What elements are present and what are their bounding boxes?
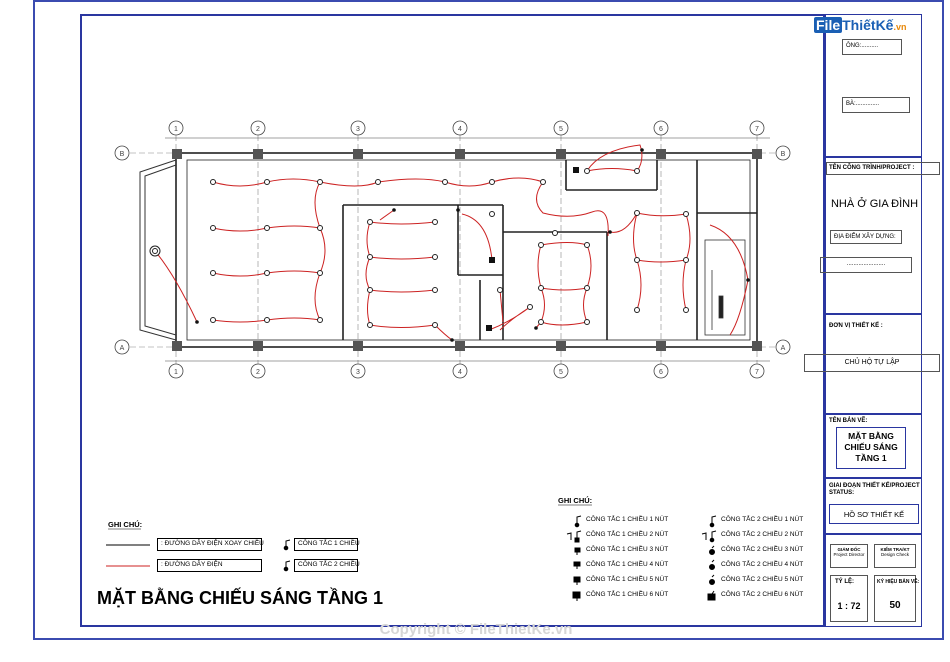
drawing-name-line3: TẦNG 1 [855, 453, 887, 463]
legend-item: CÔNG TẮC 1 CHIỀU 5 NÚT [586, 576, 669, 583]
axis-3-top: 3 [356, 126, 360, 133]
location-value: ....................... [820, 257, 912, 273]
location-label: ĐỊA ĐIỂM XÂY DỰNG: [830, 230, 902, 244]
drawing-cell: TÊN BẢN VẼ: MẶT BẰNG CHIẾU SÁNG TẦNG 1 [825, 414, 922, 478]
walls [175, 152, 758, 348]
axis-5-top: 5 [559, 126, 563, 133]
legend-item: CÔNG TẮC 2 CHIỀU 3 NÚT [721, 546, 804, 553]
legend-wire-label: : ĐƯỜNG DÂY ĐIỆN [157, 559, 262, 572]
legend-item: CÔNG TẮC 1 CHIỀU 6 NÚT [586, 591, 669, 598]
drawing-name-line1: MẶT BẰNG [848, 431, 894, 441]
drawing-label: TÊN BẢN VẼ: [829, 418, 868, 424]
designer-cell: ĐƠN VỊ THIẾT KẾ : CHỦ HỘ TỰ LẬP [804, 314, 940, 414]
legend-item: CÔNG TẮC 1 CHIỀU 1 NÚT [586, 516, 669, 523]
logo-domain: .vn [893, 22, 907, 32]
wiring [154, 144, 749, 341]
axis-labels: 1 2 3 4 5 6 7 1 2 3 4 5 6 7 B B A A [120, 126, 786, 376]
axis-a-left: A [120, 345, 125, 352]
phase-cell: GIAI ĐOẠN THIẾT KẾ/PROJECT STATUS: HỒ SƠ… [825, 478, 922, 534]
legend-left-title: GHI CHÚ: [108, 520, 143, 529]
sig-director: GIÁM ĐỐC Project Director [830, 544, 868, 568]
grid-lines [130, 135, 777, 365]
sig-director-sub: Project Director [833, 552, 865, 557]
axis-5-bottom: 5 [559, 369, 563, 376]
legend-item: CÔNG TẮC 1 CHIỀU 2 NÚT [586, 531, 669, 538]
sig-check-sub: Design Check [880, 552, 909, 557]
sig-check-title: KIỂM TRA/KT [880, 547, 910, 552]
sheet-label: KÝ HIỆU BẢN VẼ: [877, 579, 920, 585]
scale-value: 1 : 72 [837, 601, 861, 611]
axis-7-bottom: 7 [755, 369, 759, 376]
axis-b-left: B [120, 151, 125, 158]
project-label: TÊN CÔNG TRÌNH/PROJECT : [826, 162, 940, 175]
scale-label: TỶ LỆ: [835, 579, 854, 585]
axis-1-bottom: 1 [174, 369, 178, 376]
owner-she: BÀ:.............. [842, 97, 910, 113]
sheet-box: KÝ HIỆU BẢN VẼ: 50 [874, 575, 920, 622]
axis-6-top: 6 [659, 126, 663, 133]
axis-4-bottom: 4 [458, 369, 462, 376]
axis-6-bottom: 6 [659, 369, 663, 376]
sig-director-title: GIÁM ĐỐC [837, 547, 861, 552]
logo-file: File [814, 17, 843, 33]
legend-item: CÔNG TẮC 1 CHIỀU 4 NÚT [586, 561, 669, 568]
axis-3-bottom: 3 [356, 369, 360, 376]
legend-item: CÔNG TẮC 2 CHIỀU 5 NÚT [721, 576, 804, 583]
axis-1-top: 1 [174, 126, 178, 133]
axis-4-top: 4 [458, 126, 462, 133]
designer-label: ĐƠN VỊ THIẾT KẾ : [829, 323, 883, 329]
phase-label: GIAI ĐOẠN THIẾT KẾ/PROJECT STATUS: [829, 483, 920, 496]
axis-a-right: A [781, 345, 786, 352]
axis-2-top: 2 [256, 126, 260, 133]
legend-right-icons [566, 515, 717, 601]
legend-item: CÔNG TẮC 2 CHIỀU 2 NÚT [721, 531, 804, 538]
drawing-frame [80, 14, 825, 627]
legend-item: CÔNG TẮC 1 CHIỀU 3 NÚT [586, 546, 669, 553]
main-title: MẶT BẰNG CHIẾU SÁNG TẦNG 1 [97, 588, 384, 608]
scale-box: TỶ LỆ: 1 : 72 [830, 575, 868, 622]
axis-7-top: 7 [755, 126, 759, 133]
signature-cell: GIÁM ĐỐC Project Director KIỂM TRA/KT De… [825, 534, 922, 627]
switch-icons [283, 539, 291, 572]
drawing-name: MẶT BẰNG CHIẾU SÁNG TẦNG 1 [836, 427, 906, 469]
legend-item: CÔNG TẮC 2 CHIỀU 1 NÚT [721, 516, 804, 523]
phase-value: HỒ SƠ THIẾT KẾ [829, 504, 919, 524]
legend-sw2-label: CÔNG TẮC 2 CHIỀU [294, 559, 360, 572]
project-cell: TÊN CÔNG TRÌNH/PROJECT : NHÀ Ở GIA ĐÌNH … [820, 157, 940, 314]
legend-item: CÔNG TẮC 2 CHIỀU 6 NÚT [721, 591, 804, 598]
drawing-name-line2: CHIẾU SÁNG [844, 442, 898, 452]
copyright-watermark: Copyright © FileThietKe.vn [380, 621, 573, 638]
designer-value: CHỦ HỘ TỰ LẬP [804, 354, 940, 372]
sheet-value: 50 [889, 600, 901, 611]
sig-check: KIỂM TRA/KT Design Check [874, 544, 916, 568]
owner-he: ÔNG:.......... [842, 39, 902, 55]
outer-frame [33, 0, 944, 640]
legend-sw1-label: CÔNG TẮC 1 CHIỀU [294, 538, 360, 551]
project-name: NHÀ Ở GIA ĐÌNH [830, 198, 919, 210]
legend-right-title: GHI CHÚ: [558, 496, 593, 505]
axis-2-bottom: 2 [256, 369, 260, 376]
legend-item: CÔNG TẮC 2 CHIỀU 4 NÚT [721, 561, 804, 568]
axis-b-right: B [781, 151, 786, 158]
logo-rest: ThiếtKế [842, 17, 894, 33]
light-points [149, 168, 689, 328]
legend-ac-label: : ĐƯỜNG DÂY ĐIỆN XOAY CHIỀU [157, 538, 264, 551]
